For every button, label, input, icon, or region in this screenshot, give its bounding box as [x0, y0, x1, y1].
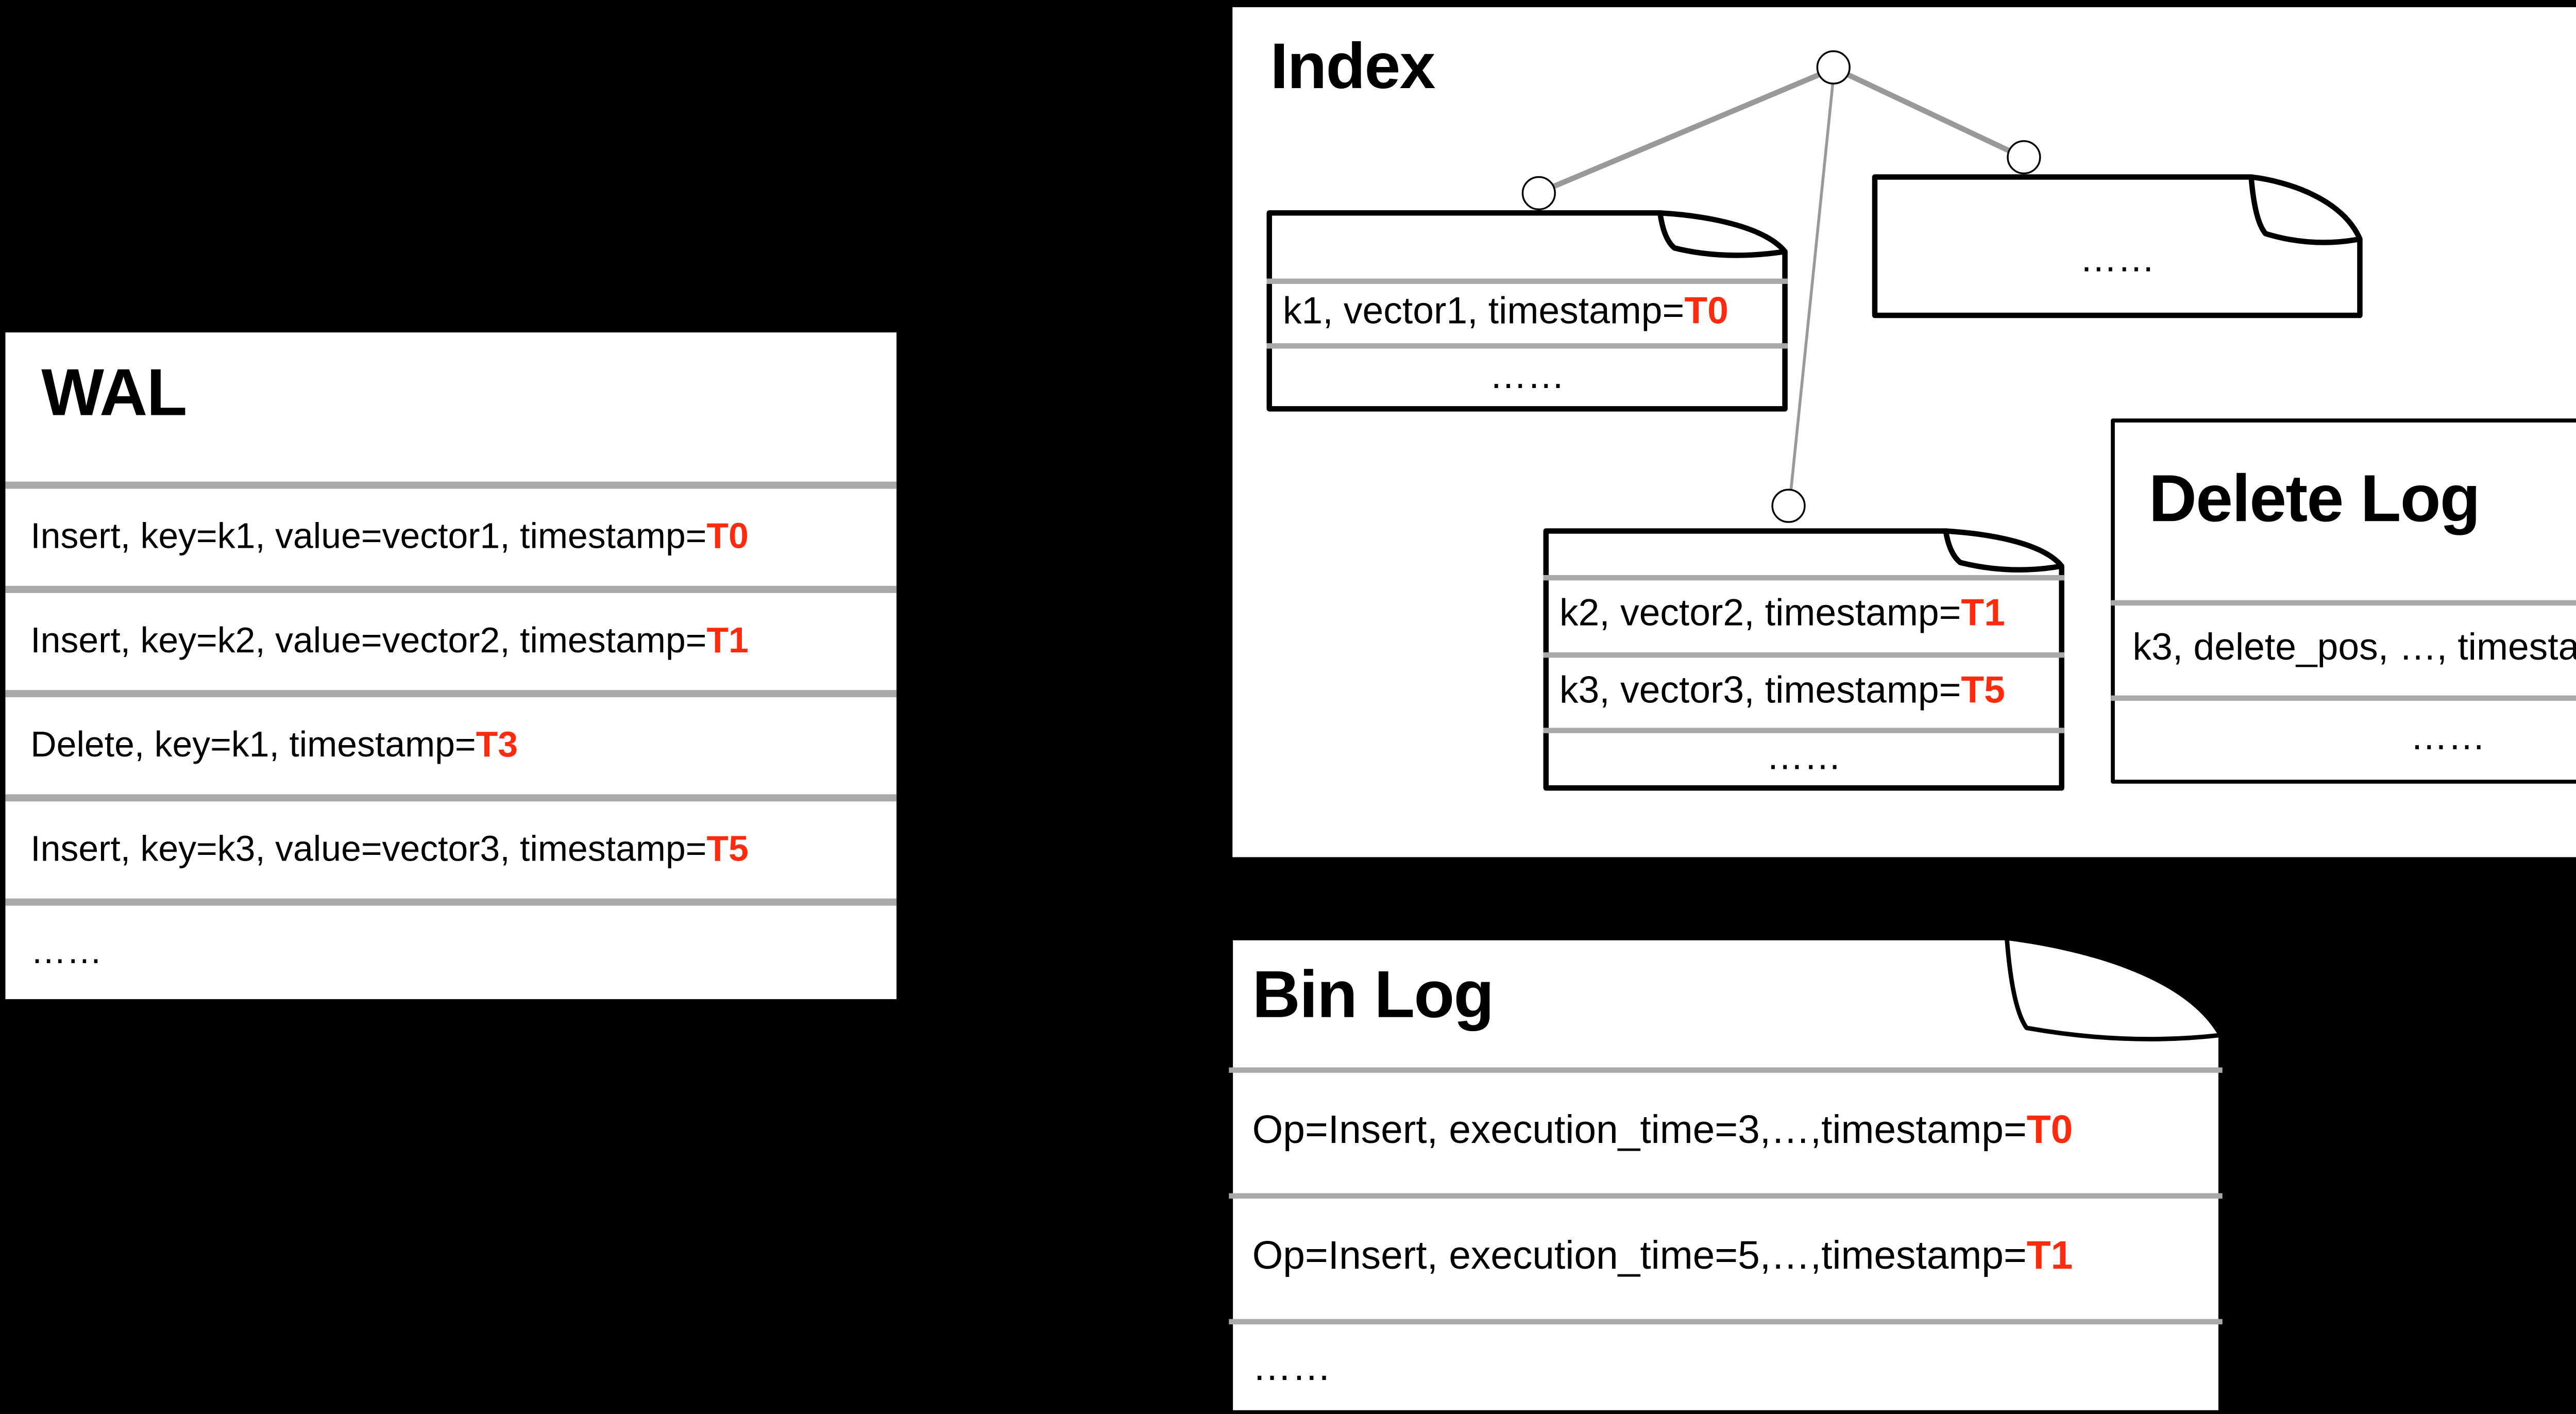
- divider: [2111, 600, 2576, 606]
- file-shape-icon: [1872, 174, 2363, 318]
- divider: [1229, 1193, 2223, 1199]
- segment-row-ellipsis: ……: [1872, 214, 2363, 304]
- record-text: k1, vector1, timestamp=: [1282, 290, 1685, 332]
- record-text: ……: [1252, 1343, 1332, 1388]
- delete-log-title: Delete Log: [2148, 462, 2481, 536]
- wal-panel: WAL Insert, key=k1, value=vector1, times…: [5, 332, 897, 999]
- divider: [1266, 278, 1788, 284]
- tree-edge-root-left: [1538, 65, 1836, 195]
- record-text: Delete, key=k1, timestamp=: [30, 726, 476, 766]
- file-shape-icon: [1228, 935, 2223, 1414]
- segment-row: k1, vector1, timestamp=T0: [1267, 279, 1788, 344]
- divider: [1266, 343, 1788, 349]
- delete-log-row-ellipsis: ……: [2111, 696, 2576, 780]
- record-text: k3, vector3, timestamp=: [1559, 669, 1961, 711]
- index-segment-b: ……: [1872, 174, 2363, 318]
- divider: [1229, 1067, 2223, 1073]
- index-segment-c: k2, vector2, timestamp=T1 k3, vector3, t…: [1543, 528, 2064, 791]
- wal-row: Insert, key=k3, value=vector3, timestamp…: [5, 794, 897, 898]
- tree-edge-root-right: [1833, 65, 2026, 161]
- delete-log-row: k3, delete_pos, …, timestamp=T3: [2111, 600, 2576, 696]
- segment-row-ellipsis: ……: [1544, 728, 2064, 787]
- wal-row: Insert, key=k1, value=vector1, timestamp…: [5, 481, 897, 586]
- segment-row: k2, vector2, timestamp=T1: [1544, 575, 2064, 652]
- delete-log: Delete Log k3, delete_pos, …, timestamp=…: [2111, 418, 2576, 784]
- timestamp-value: T5: [706, 830, 749, 870]
- file-shape-icon: [1266, 210, 1788, 412]
- record-text: k2, vector2, timestamp=: [1559, 593, 1961, 634]
- wal-title: WAL: [41, 356, 187, 430]
- bin-log: Bin Log Op=Insert, execution_time=3,…,ti…: [1228, 935, 2223, 1414]
- divider: [1543, 728, 2064, 733]
- record-text: Insert, key=k3, value=vector3, timestamp…: [30, 830, 707, 870]
- record-text: Op=Insert, execution_time=5,…,timestamp=: [1252, 1233, 2027, 1278]
- timestamp-value: T0: [1684, 290, 1728, 332]
- record-text: Insert, key=k1, value=vector1, timestamp…: [30, 517, 707, 558]
- record-text: Insert, key=k2, value=vector2, timestamp…: [30, 621, 707, 662]
- file-shape-icon: [1543, 528, 2064, 791]
- record-text: ……: [2079, 238, 2155, 280]
- record-text: k3, delete_pos, …, timestamp=: [2132, 627, 2576, 669]
- wal-row: Delete, key=k1, timestamp=T3: [5, 690, 897, 794]
- index-title: Index: [1270, 28, 1435, 103]
- timestamp-value: T0: [706, 517, 749, 558]
- record-text: ……: [2410, 717, 2486, 759]
- tree-node-segment-a: [1521, 176, 1556, 211]
- divider: [2111, 695, 2576, 701]
- index-tree-edges: [1538, 65, 2026, 506]
- timestamp-value: T5: [1961, 669, 2005, 711]
- record-text: ……: [1766, 736, 1842, 778]
- divider: [1543, 575, 2064, 581]
- tree-edge-root-middle: [1788, 68, 1836, 506]
- timestamp-value: T1: [2026, 1233, 2073, 1278]
- wal-row: Insert, key=k2, value=vector2, timestamp…: [5, 585, 897, 690]
- timestamp-value: T3: [476, 726, 518, 766]
- bin-log-row-ellipsis: ……: [1229, 1319, 2222, 1414]
- record-text: ……: [30, 932, 103, 972]
- bin-log-row: Op=Insert, execution_time=3,…,timestamp=…: [1229, 1067, 2222, 1193]
- divider: [1229, 1319, 2223, 1325]
- timestamp-value: T0: [2026, 1107, 2073, 1152]
- timestamp-value: T1: [706, 621, 749, 662]
- index-segment-a: k1, vector1, timestamp=T0 ……: [1266, 210, 1788, 412]
- tree-node-segment-c: [1771, 489, 1806, 523]
- timestamp-value: T1: [1961, 593, 2005, 634]
- wal-row-ellipsis: ……: [5, 898, 897, 999]
- segment-row-ellipsis: ……: [1267, 343, 1788, 408]
- bin-log-title: Bin Log: [1252, 957, 1495, 1032]
- tree-root-node: [1816, 50, 1851, 85]
- bin-log-row: Op=Insert, execution_time=5,…,timestamp=…: [1229, 1193, 2222, 1319]
- tree-node-segment-b: [2007, 140, 2041, 175]
- record-text: ……: [1489, 355, 1565, 396]
- divider: [1543, 652, 2064, 658]
- segment-row: k3, vector3, timestamp=T5: [1544, 652, 2064, 728]
- record-text: Op=Insert, execution_time=3,…,timestamp=: [1252, 1107, 2027, 1152]
- index-panel: Index k1, vector1, timestamp=T0 ……: [1232, 7, 2576, 857]
